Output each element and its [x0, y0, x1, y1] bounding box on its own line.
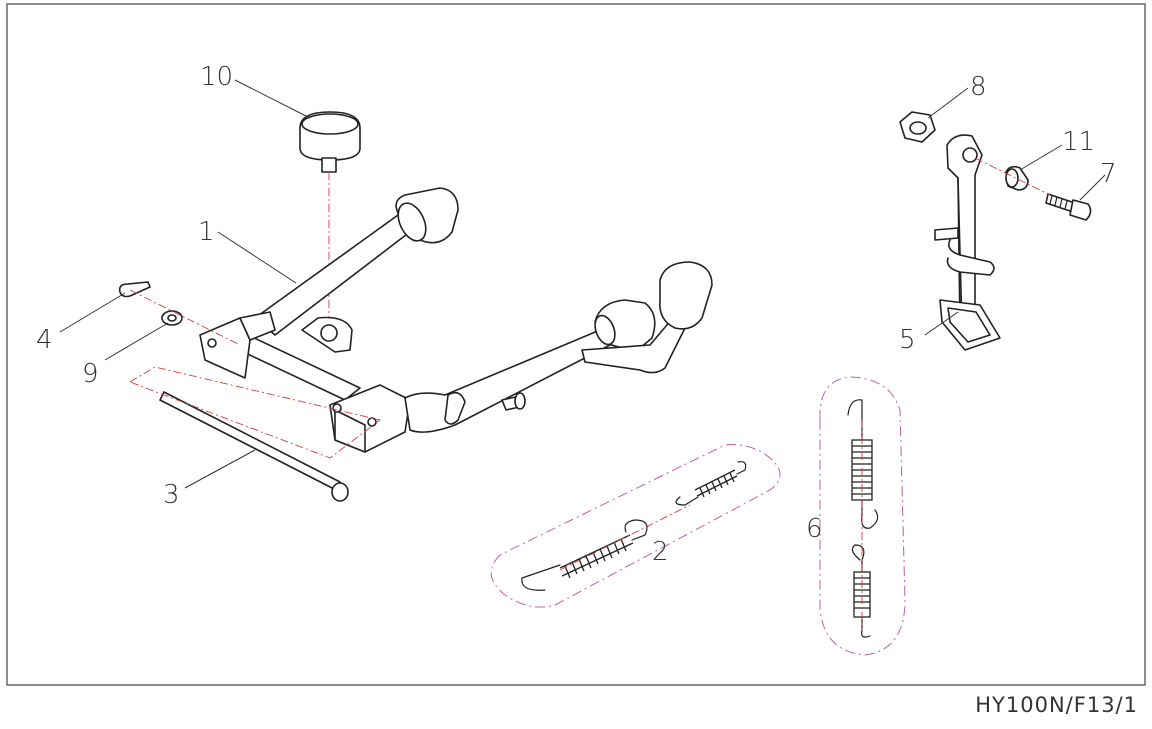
part-4-cotter-pin[interactable] [118, 281, 151, 298]
leader-4 [59, 292, 126, 333]
leader-11 [1019, 144, 1063, 171]
part-5-side-stand[interactable] [934, 134, 1001, 351]
callout-4: 4 [36, 325, 53, 355]
callout-10: 10 [200, 62, 233, 92]
part-9-washer[interactable] [161, 310, 183, 326]
callout-3: 3 [163, 480, 180, 510]
part-2-springs[interactable] [521, 461, 747, 591]
callout-8: 8 [970, 72, 987, 102]
leader-10 [234, 79, 311, 119]
axis-line-4-9 [129, 289, 241, 346]
leader-3 [184, 449, 256, 489]
callout-2: 2 [652, 537, 669, 567]
part-1-main-stand[interactable] [199, 187, 713, 453]
axis-line-3 [128, 366, 382, 459]
callout-5: 5 [899, 325, 916, 355]
leader-8 [927, 87, 969, 119]
callout-9: 9 [82, 359, 99, 389]
callout-6: 6 [806, 514, 823, 544]
drawing-code: HY100N/F13/1 [975, 693, 1138, 717]
axis-line-7-11 [974, 157, 1051, 196]
part-8-flange-nut[interactable] [899, 111, 936, 143]
part-2-group-outline [490, 444, 781, 608]
part-6-springs[interactable] [847, 399, 879, 638]
leader-7 [1079, 174, 1106, 201]
drawing-frame [6, 3, 1146, 686]
part-7-bolt[interactable] [1045, 193, 1092, 221]
leader-1 [217, 231, 297, 284]
part-pin[interactable] [501, 392, 526, 411]
part-10-stopper[interactable] [299, 111, 361, 173]
callout-11: 11 [1062, 127, 1095, 157]
callout-7: 7 [1100, 159, 1117, 189]
part-11-bushing[interactable] [1005, 165, 1029, 191]
leader-5 [924, 311, 959, 336]
part-6-group-outline [819, 376, 906, 656]
leader-9 [104, 322, 169, 361]
callout-1: 1 [198, 217, 215, 247]
part-3-shaft[interactable] [159, 391, 349, 502]
